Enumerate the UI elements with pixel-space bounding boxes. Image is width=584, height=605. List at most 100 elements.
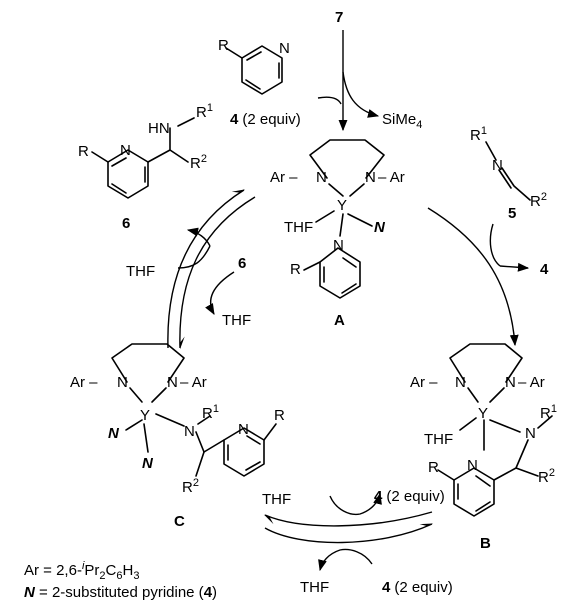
complex-A: Ar – N N – Ar Y THF N N R A [270, 139, 405, 329]
B-pyridine-ring [453, 467, 495, 517]
C-r2: R2 [182, 477, 199, 496]
arrow-B-to-C [263, 511, 433, 527]
complex-C: Ar – N N – Ar Y N N N R1 R2 N R C [70, 343, 285, 530]
C-ar-left: Ar – [70, 374, 98, 391]
A-pyridine-r: R [290, 261, 301, 278]
B-r2: R2 [538, 467, 555, 486]
B-ar-right: – Ar [518, 374, 545, 391]
thf-out-arrow [205, 271, 235, 315]
C-y-ligand-bonds [125, 413, 211, 453]
arrow-A-to-B [427, 207, 519, 347]
C-n-ligand-2: N [142, 455, 154, 472]
A-ar-left: Ar – [270, 169, 298, 186]
reagent-7-label: 7 [335, 9, 343, 26]
pyridine-ring [241, 45, 283, 95]
bottom-4-top: 4(2 equiv) [374, 488, 445, 505]
product-pyridine-ring [107, 149, 149, 199]
product-r2: R2 [190, 153, 207, 172]
pyridine-entry-arrow [317, 96, 342, 105]
B-to-C-side-arrows [329, 492, 382, 516]
A-thf: THF [284, 219, 313, 236]
C-pyridine-r-bond [263, 423, 277, 441]
product-r1: R1 [196, 102, 213, 121]
label-C: C [174, 513, 185, 530]
legend: Ar = 2,6-iPr2C6H3 N = 2-substituted pyri… [24, 560, 217, 601]
A-n-ligand: N [374, 219, 386, 236]
C-n-right: N [167, 374, 178, 391]
byproduct-label: SiMe4 [382, 111, 422, 131]
imine-5-structure: R1 N R2 5 [470, 125, 547, 222]
bottom-thf-top: THF [262, 491, 291, 508]
pyridine-r: R [218, 37, 229, 54]
C-pyridine-r: R [274, 407, 285, 424]
C-to-B-side-arrows [318, 548, 373, 572]
B-yttrium: Y [478, 405, 488, 422]
product-6-structure: R N HN R1 R2 6 [78, 102, 213, 232]
B-n-left: N [455, 374, 466, 391]
label-A: A [334, 312, 345, 329]
C-yttrium: Y [140, 407, 150, 424]
simE4-release-arrow [342, 71, 380, 118]
imine-5-label: 5 [508, 205, 516, 222]
B-pyridine-double-bonds [457, 475, 491, 512]
C-r1: R1 [202, 403, 219, 422]
A-pyridine-r-bond [303, 261, 321, 271]
product-6-release-arrow [186, 227, 211, 247]
C-n-left: N [117, 374, 128, 391]
A-pyridine-ring [319, 247, 361, 299]
A-yttrium: Y [337, 197, 347, 214]
return-4-arrow [499, 262, 530, 272]
A-n-right: N [365, 169, 376, 186]
A-pyridine-n: N [333, 237, 344, 254]
arrow-C-to-A [179, 196, 256, 350]
A-ethylene-backbone [309, 139, 385, 179]
B-ethylene-backbone [449, 343, 523, 383]
product-double-bonds [111, 157, 146, 194]
B-pyridine-r-bond [437, 469, 455, 481]
product-nh-bond [177, 117, 195, 127]
A-y-ligand-bonds [315, 210, 373, 237]
B-r1: R1 [540, 403, 557, 422]
imine-entry-arrow [489, 223, 501, 267]
A-ar-right: – Ar [378, 169, 405, 186]
B-n-y-bonds [467, 387, 505, 403]
product-r: R [78, 143, 89, 160]
C-ar-right: – Ar [180, 374, 207, 391]
C-n-y-bonds [129, 387, 167, 403]
label-B: B [480, 535, 491, 552]
legend-ar-definition: Ar = 2,6-iPr2C6H3 [24, 560, 139, 582]
C-amide-n: N [184, 423, 195, 440]
B-thf: THF [424, 431, 453, 448]
C-methine-bonds [195, 439, 225, 477]
bottom-thf-bot: THF [300, 579, 329, 596]
product-6-label: 6 [122, 215, 130, 232]
B-ar-left: Ar – [410, 374, 438, 391]
bottom-4-bot: 4(2 equiv) [382, 579, 453, 596]
C-pyridine-ring [223, 427, 265, 477]
product-n: N [120, 142, 131, 159]
B-y-ligand-bonds [459, 417, 521, 451]
arrow-A-to-C [167, 189, 246, 349]
reagent-7-entry: 7 SiMe4 [317, 9, 422, 132]
product-hn: HN [148, 120, 170, 137]
C-pyridine-double-bonds [227, 435, 261, 471]
pyridine-r-bond [225, 47, 243, 59]
B-pyridine-n: N [467, 457, 478, 474]
B-n-right: N [505, 374, 516, 391]
thf-in-arrow [177, 245, 211, 269]
pyridine-n: N [279, 40, 290, 57]
A-n-y-bonds [328, 183, 365, 197]
C-ethylene-backbone [111, 343, 185, 383]
C-pyridine-n: N [238, 421, 249, 438]
A-pyridine-double-bonds [323, 257, 357, 294]
thf-in-label: THF [126, 263, 155, 280]
B-amide-n: N [525, 425, 536, 442]
B-side-chain-bonds [493, 415, 553, 481]
pyridine-4-caption: 4(2 equiv) [230, 111, 301, 128]
imine-n: N [492, 157, 503, 174]
return-4-label: 4 [540, 261, 549, 278]
thf-out-label: THF [222, 312, 251, 329]
A-n-left: N [316, 169, 327, 186]
imine-r1: R1 [470, 125, 487, 144]
